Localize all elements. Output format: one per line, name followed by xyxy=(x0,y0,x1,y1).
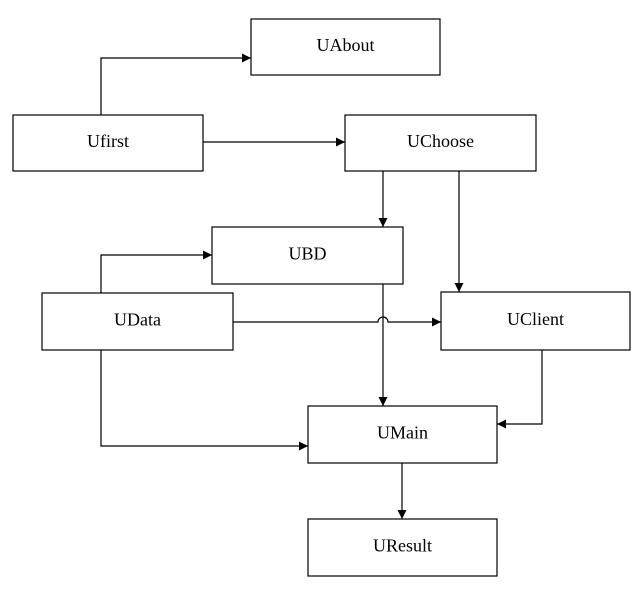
node-uresult: UResult xyxy=(307,518,498,577)
edge-uclient-to-umain xyxy=(497,350,543,429)
node-udata: UData xyxy=(41,292,234,351)
edges xyxy=(100,53,543,519)
node-uresult-label: UResult xyxy=(373,536,432,556)
node-umain-label: UMain xyxy=(377,423,428,443)
node-uclient-label: UClient xyxy=(507,309,564,329)
edge-udata-to-ubd xyxy=(100,250,212,293)
edge-udata-to-umain xyxy=(100,350,308,451)
node-umain: UMain xyxy=(307,405,498,464)
node-ubd-label: UBD xyxy=(288,244,326,264)
node-uchoose-label: UChoose xyxy=(407,131,474,151)
node-uabout-label: UAbout xyxy=(317,35,375,55)
node-uchoose: UChoose xyxy=(344,114,537,172)
node-ubd: UBD xyxy=(211,226,404,285)
node-ufirst: Ufirst xyxy=(12,114,204,172)
edge-udata-to-uclient xyxy=(233,316,441,327)
edge-ufirst-to-uabout xyxy=(100,53,251,115)
node-uclient: UClient xyxy=(440,291,631,351)
node-udata-label: UData xyxy=(114,310,161,330)
node-ufirst-label: Ufirst xyxy=(87,131,129,151)
node-uabout: UAbout xyxy=(250,18,441,76)
